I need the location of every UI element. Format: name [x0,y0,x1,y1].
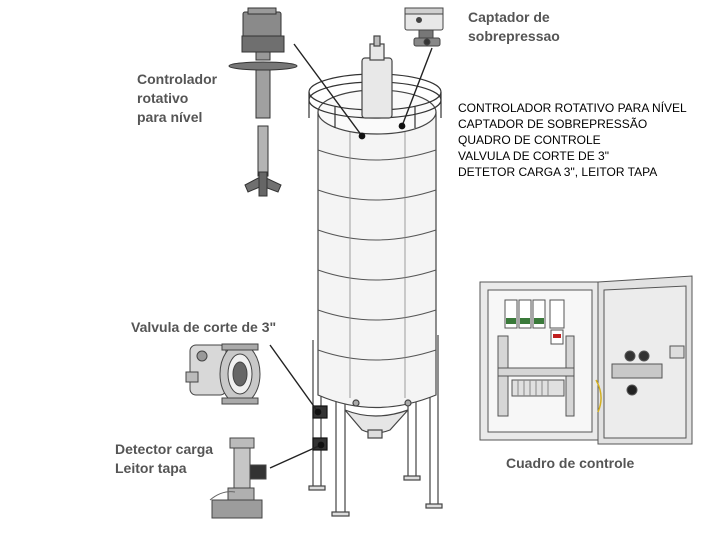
leader-overpressure-sensor [398,47,433,130]
leader-lines [269,43,433,469]
label-rotary-controller: Controlador rotativo para nível [137,70,217,127]
cut-valve-image [185,343,261,405]
label-control-panel: Cuadro de controle [506,455,635,471]
label-overpressure-sensor: Captador de sobrepressao [468,8,560,46]
leader-cut-valve [269,344,322,416]
label-line: Leitor tapa [115,460,187,476]
component-list-item: DETETOR CARGA 3", LEITOR TAPA [458,165,658,179]
leader-load-detector [269,441,325,469]
leg-valve [312,405,328,451]
label-line: Captador de [468,9,550,25]
component-list-item: CONTROLADOR ROTATIVO PARA NÍVEL [458,101,687,115]
label-line: Detector carga [115,441,214,457]
leader-rotary-controller [293,43,366,140]
rotary-controller-image [228,7,298,197]
control-panel-image [479,275,693,445]
label-load-detector: Detector carga Leitor tapa [115,440,213,478]
roof-filter [361,35,393,119]
load-detector-image [209,437,267,519]
silo-body [317,112,437,409]
label-line: rotativo [137,90,189,106]
label-line: sobrepressao [468,28,560,44]
label-line: para nível [137,109,203,125]
component-list-item: QUADRO DE CONTROLE [458,133,601,147]
component-list: CONTROLADOR ROTATIVO PARA NÍVEL CAPTADOR… [458,100,687,180]
silo-rings [317,149,437,361]
panel-contactors [504,299,565,345]
label-line: Controlador [137,71,218,87]
component-list-item: CAPTADOR DE SOBREPRESSÃO [458,117,648,131]
label-cut-valve: Valvula de corte de 3" [131,319,277,335]
component-list-item: VALVULA DE CORTE DE 3" [458,149,609,163]
overpressure-sensor-image [404,7,444,47]
silo [308,35,443,517]
